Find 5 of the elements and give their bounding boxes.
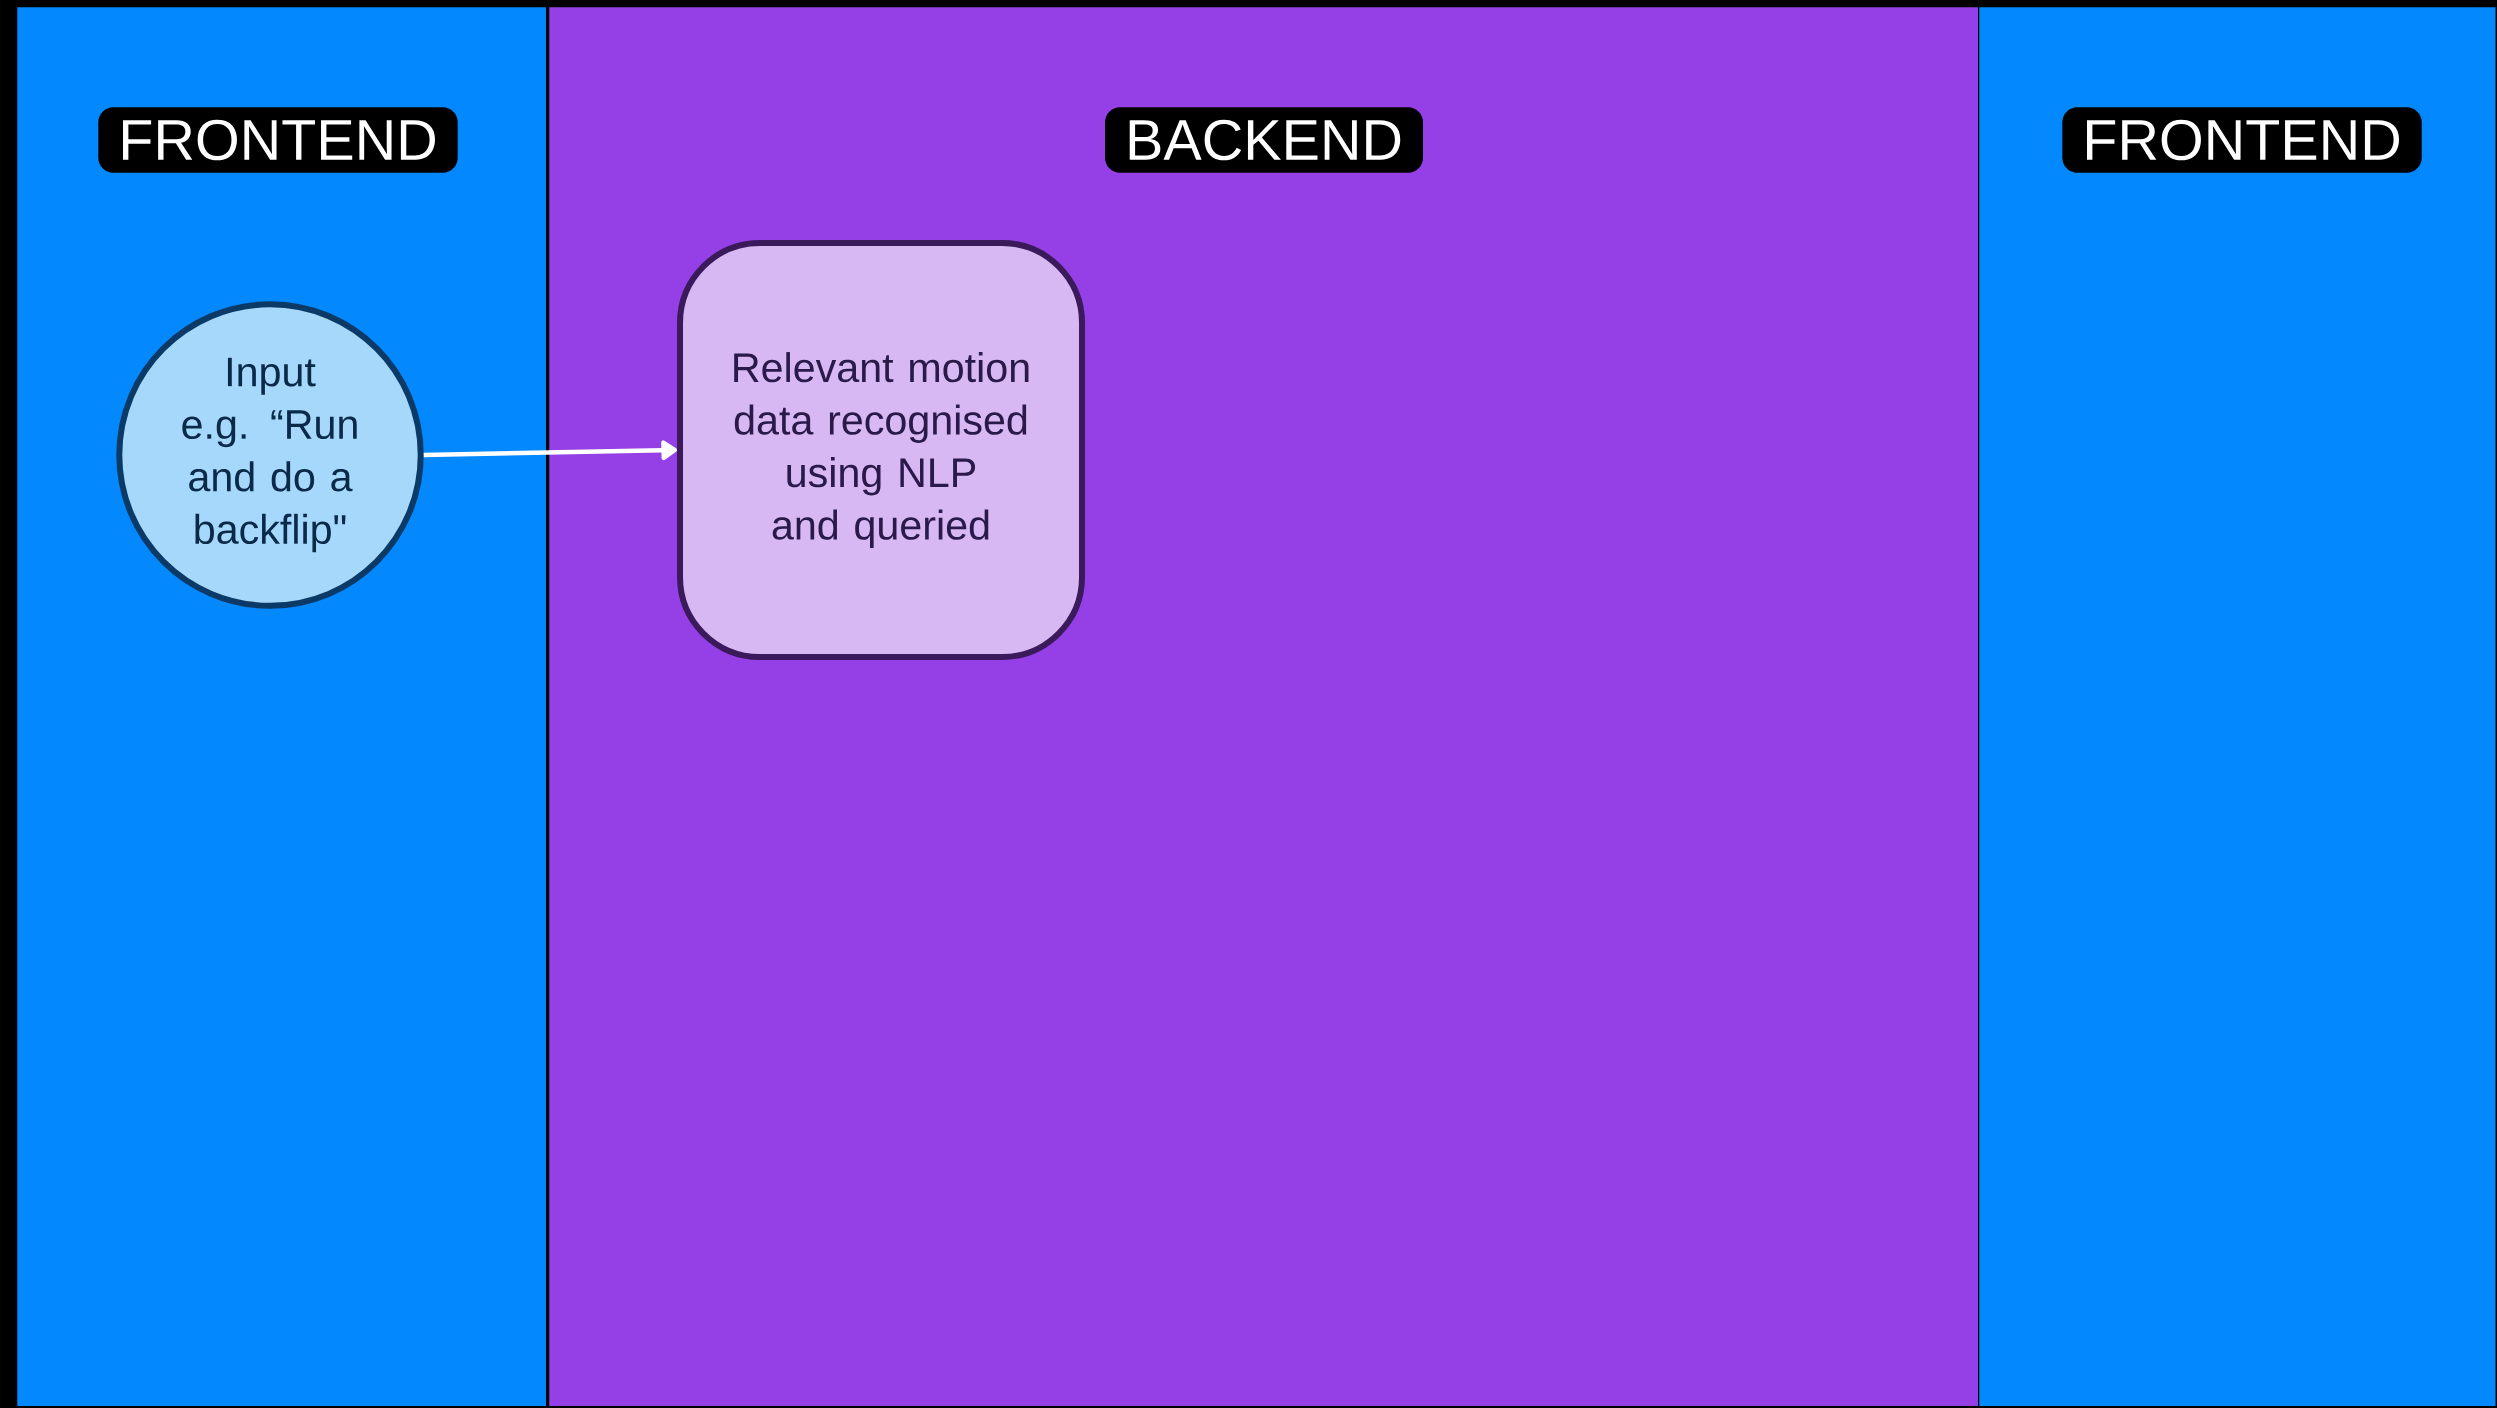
process-box: Relevant motion data recognised using NLP and queried: [677, 240, 1085, 660]
lane-heading: FRONTEND: [98, 107, 458, 173]
lane-heading: BACKEND: [1105, 107, 1423, 173]
arrow: [423, 440, 677, 461]
lane-heading: FRONTEND: [2062, 107, 2422, 173]
